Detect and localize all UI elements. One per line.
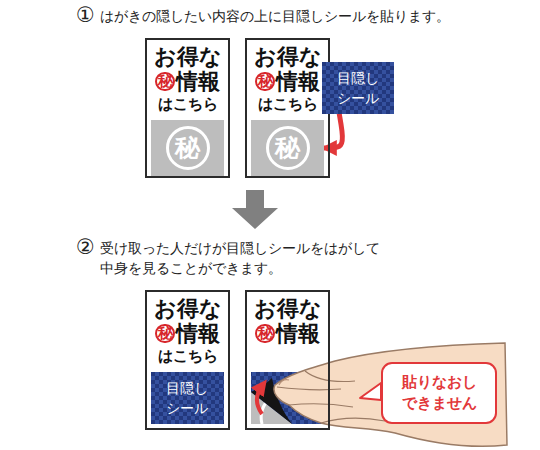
card-text: 情報 — [176, 69, 220, 94]
secret-mark: 秘 — [255, 324, 275, 344]
text-line: はこちら — [247, 94, 328, 114]
text-line: はこちら — [147, 94, 228, 114]
card-text: はこちら — [158, 95, 218, 113]
step-text: 受け取った人だけが目隠しシールをはがして 中身を見ることができます。 — [100, 238, 400, 279]
postcard: お得な秘情報はこちら秘 — [145, 38, 230, 178]
card-text: はこちら — [158, 347, 218, 365]
secret-mark: 秘 — [155, 324, 175, 344]
text-line: 秘情報 — [247, 322, 328, 347]
card-text: お得な — [154, 296, 222, 321]
callout-text: 貼りなおし できません — [383, 372, 495, 414]
postcard: お得な秘情報 — [245, 290, 330, 430]
secret-mark: 秘 — [266, 126, 310, 170]
cover-sticker: 目隠し シール — [151, 372, 224, 424]
cover-sticker: 目隠し シール — [322, 62, 394, 114]
postcard: お得な秘情報はこちら秘 — [245, 38, 330, 178]
card-text: はこちら — [258, 95, 318, 113]
secret-mark: 秘 — [255, 72, 275, 92]
card-text: お得な — [254, 296, 322, 321]
text-line: 秘情報 — [147, 70, 228, 95]
card-text: 情報 — [176, 321, 220, 346]
step-text: はがきの隠したい内容の上に目隠しシールを貼ります。 — [100, 6, 530, 26]
card-text: お得な — [254, 44, 322, 69]
card-text: お得な — [154, 44, 222, 69]
text-line: 秘情報 — [247, 70, 328, 95]
text-line: 秘情報 — [147, 322, 228, 347]
text-line: お得な — [147, 297, 228, 322]
card-text: 情報 — [276, 69, 320, 94]
text-line: お得な — [247, 297, 328, 322]
hand — [274, 343, 507, 446]
postcard: お得な秘情報はこちら目隠し シール — [145, 290, 230, 430]
step-number: ① — [76, 0, 102, 30]
step-arrow — [232, 190, 278, 229]
text-line: お得な — [247, 45, 328, 70]
secret-mark: 秘 — [166, 126, 210, 170]
hidden-panel: 秘 — [251, 120, 324, 176]
callout-tail — [360, 383, 381, 400]
secret-mark: 秘 — [155, 72, 175, 92]
text-line: はこちら — [147, 346, 228, 366]
callout-bubble: 貼りなおし できません — [381, 362, 497, 424]
step-number: ② — [76, 232, 102, 262]
text-line: お得な — [147, 45, 228, 70]
apply-arrow — [324, 114, 342, 148]
sticker-text: 目隠し シール — [158, 378, 217, 419]
hidden-panel: 秘 — [151, 120, 224, 176]
sticker-text: 目隠し シール — [329, 68, 388, 109]
card-text: 情報 — [276, 321, 320, 346]
